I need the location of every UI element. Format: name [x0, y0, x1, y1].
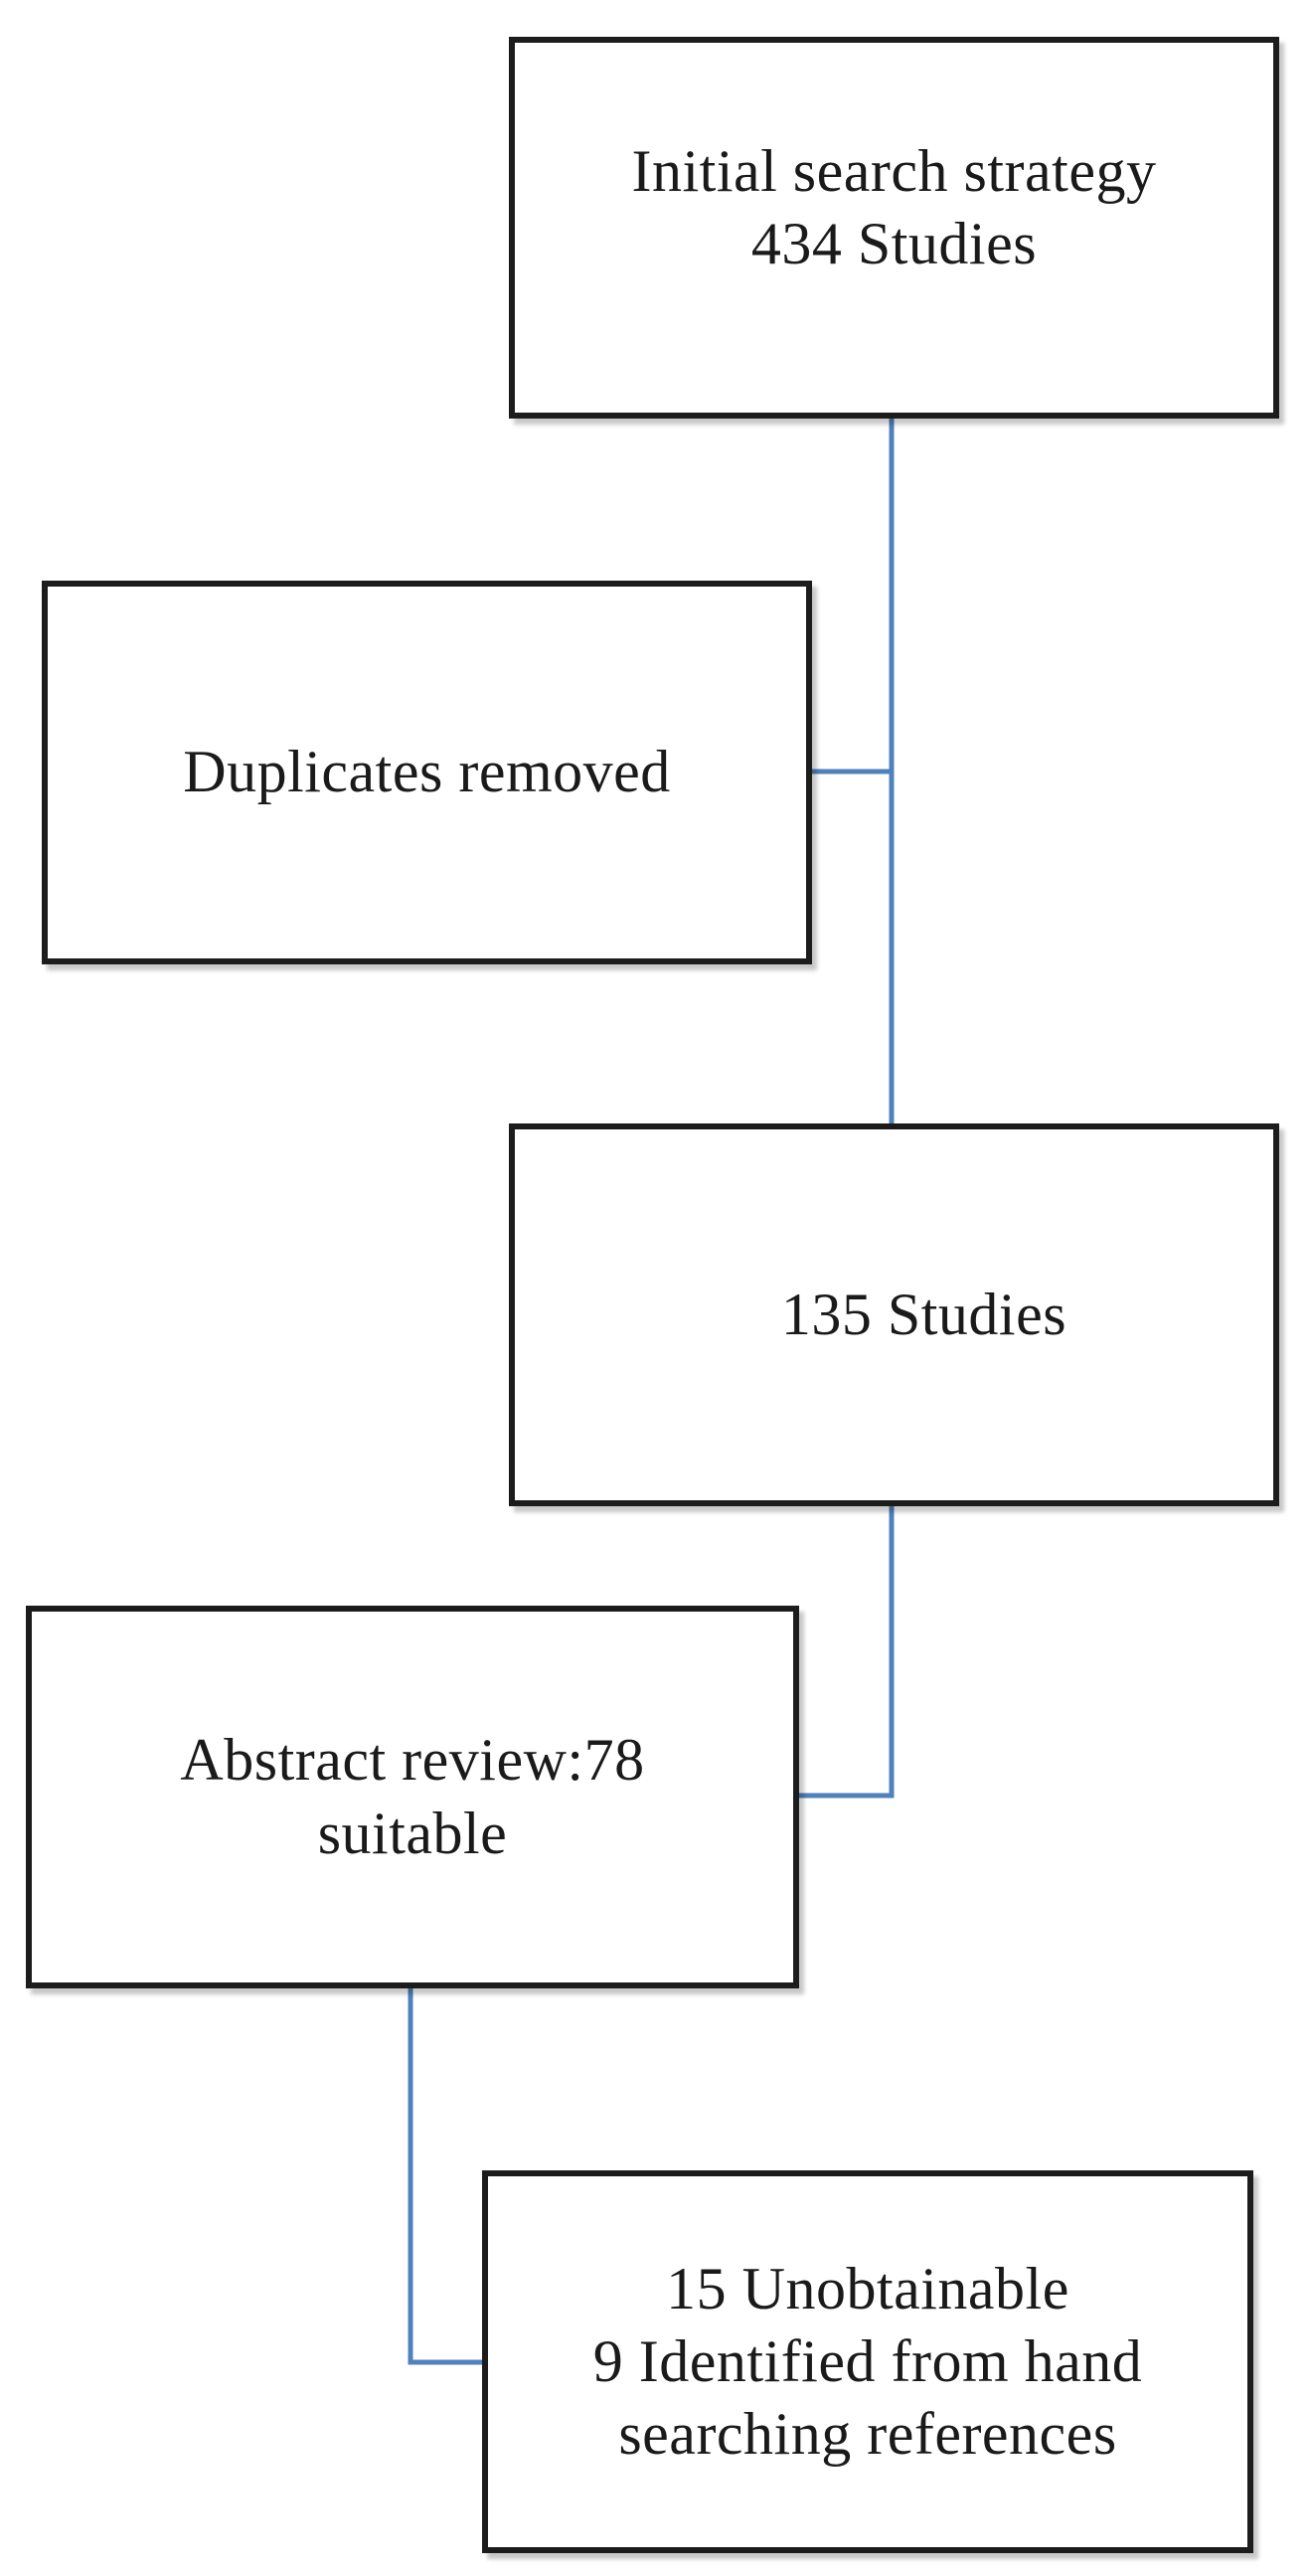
node-abstract-review-line-2: suitable — [317, 1800, 508, 1866]
node-unobtainable-line-3: searching references — [618, 2401, 1117, 2468]
node-initial-search-line-2: 434 Studies — [750, 211, 1038, 276]
node-initial-search: Initial search strategy 434 Studies — [509, 37, 1279, 419]
node-abstract-review: Abstract review:78 suitable — [26, 1606, 799, 1988]
node-135-studies: 135 Studies — [509, 1123, 1279, 1506]
connector-abstract-to-unobtainable — [408, 1988, 482, 2365]
node-abstract-review-line-1: Abstract review:78 — [180, 1727, 645, 1794]
node-unobtainable-line-1: 15 Unobtainable — [666, 2255, 1069, 2321]
node-initial-search-line-1: Initial search strategy — [631, 137, 1157, 204]
connector-135-to-abstract — [799, 1506, 895, 1799]
node-unobtainable-line-2: 9 Identified from hand — [592, 2327, 1143, 2394]
node-duplicates-removed: Duplicates removed — [42, 581, 812, 964]
node-unobtainable: 15 Unobtainable 9 Identified from hand s… — [482, 2170, 1253, 2553]
node-duplicates-removed-line-1: Duplicates removed — [183, 739, 671, 805]
node-135-studies-line-1: 135 Studies — [780, 1281, 1067, 1347]
